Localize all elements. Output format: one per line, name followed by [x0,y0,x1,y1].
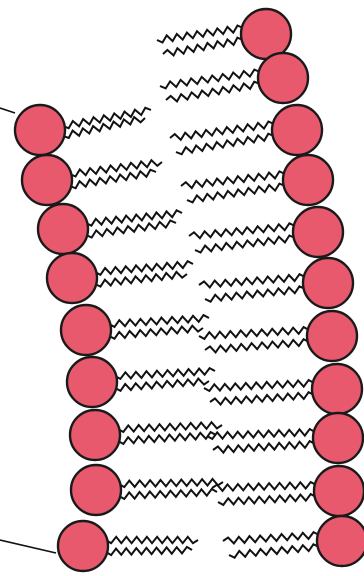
fatty-acid-tail [199,327,309,339]
left-phospholipid-head-icon [47,253,97,303]
fatty-acid-tail [199,274,305,287]
fatty-acid-tail [212,482,316,491]
right-phospholipid-head-icon [307,311,357,361]
left-phospholipid-head-icon [22,155,72,205]
fatty-acid-tail [229,544,319,557]
fatty-acid-tail [204,380,314,391]
fatty-acid-tail [119,489,217,499]
right-phospholipid-head-icon [314,466,364,516]
fatty-acid-tail [109,326,203,339]
fatty-acid-tail [210,392,314,404]
fatty-acid-tail [106,547,192,555]
right-phospholipid-head-icon [258,53,308,103]
left-phospholipid-head-icon [15,105,65,155]
right-phospholipid-head-icon [293,207,343,257]
right-phospholipid-head-icon [317,516,364,566]
left-phospholipid-head-icon [71,465,121,515]
fatty-acid-tail [166,82,260,102]
left-phospholipid-head-icon [61,305,111,355]
fatty-acid-tail [115,379,209,391]
fatty-acid-tail [115,368,215,379]
fatty-acid-tail [223,532,319,543]
fatty-acid-tail [205,286,305,301]
fatty-acid-tail [106,537,198,543]
fatty-acid-tail [207,429,315,439]
fatty-acid-tail [95,272,187,287]
fatty-acid-tail [163,38,243,56]
right-phospholipid-head-icon [312,364,362,414]
fatty-acid-tail [118,422,222,432]
right-phospholipid-head-icon [313,413,363,463]
left-phospholipid-head-icon [67,357,117,407]
right-phospholipid-head-icon [283,155,333,205]
fatty-acid-tail [63,117,145,138]
fatty-acid-tail [213,441,315,453]
pointer-line-top [0,108,15,113]
fatty-acid-tail [63,108,151,128]
right-phospholipid-head-icon [272,105,322,155]
left-phospholipid-head-icon [70,410,120,460]
right-phospholipid-head-icon [303,258,353,308]
left-phospholipid-head-icon [38,204,88,254]
fatty-acid-tail [205,339,309,352]
left-phospholipid-head-icon [58,521,108,571]
fatty-acid-tail [157,26,243,43]
fatty-acid-tail [109,315,209,327]
heads-layer [15,9,364,571]
fatty-acid-tail [118,432,216,444]
fatty-acid-tail [218,494,316,505]
fatty-acid-tail [119,479,223,487]
right-phospholipid-head-icon [241,9,291,59]
pointer-line-bottom [0,540,56,553]
